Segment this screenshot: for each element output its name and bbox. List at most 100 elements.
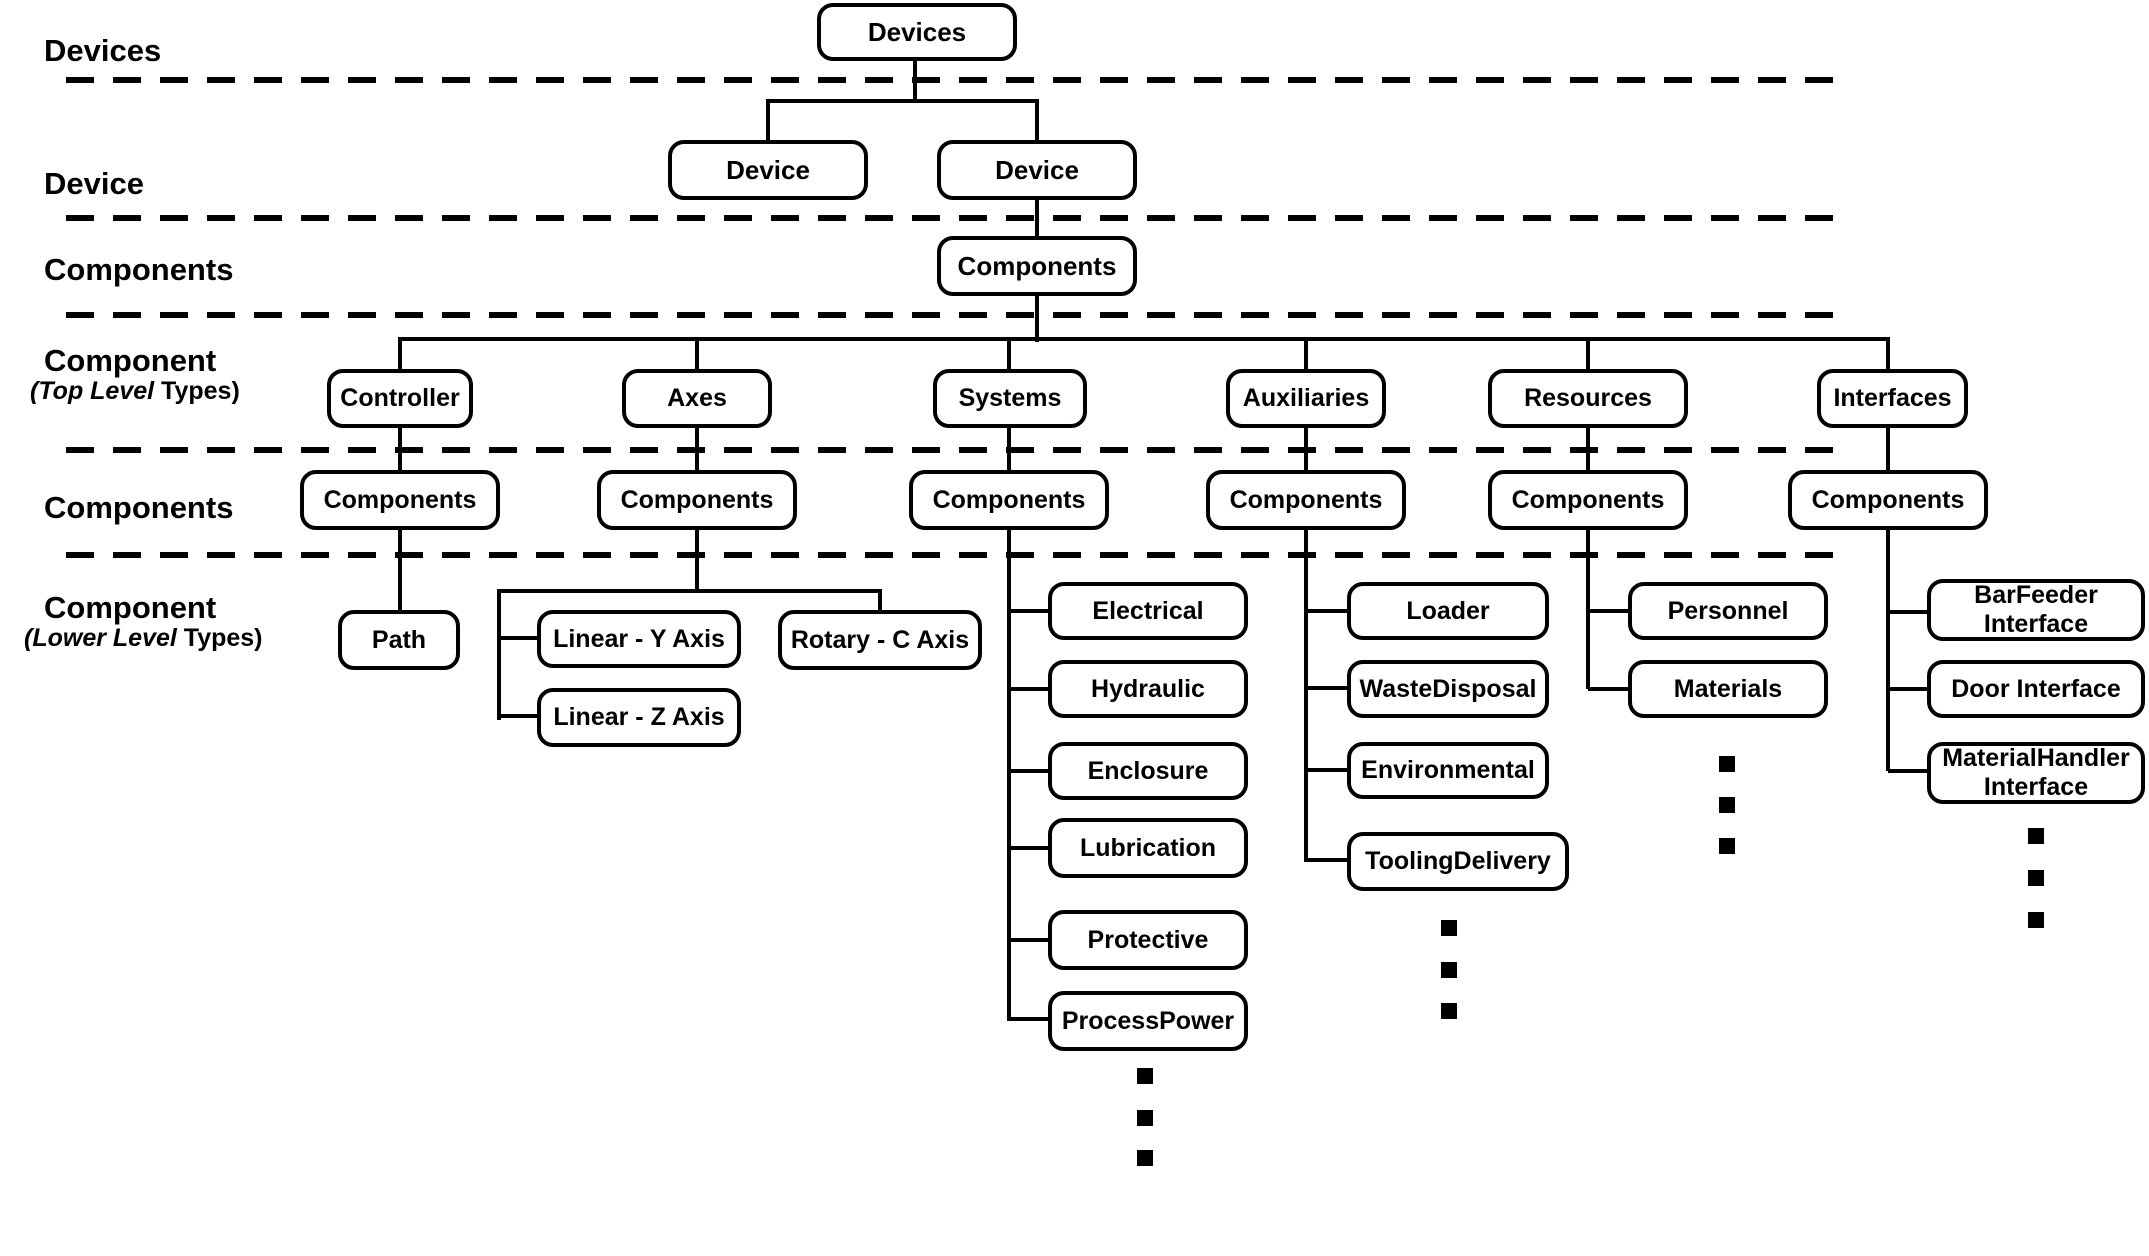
connector — [1886, 428, 1890, 470]
node-loader: Loader — [1347, 582, 1549, 640]
ellipsis-dot-interfaces — [2028, 828, 2044, 844]
node-resources: Resources — [1488, 369, 1688, 428]
node-enclosure: Enclosure — [1048, 742, 1248, 800]
ellipsis-dot-resources — [1719, 797, 1735, 813]
connector — [1306, 768, 1347, 772]
ellipsis-dot-resources — [1719, 838, 1735, 854]
node-components-interfaces: Components — [1788, 470, 1988, 530]
connector — [1588, 609, 1628, 613]
connector — [913, 61, 917, 101]
node-processpower: ProcessPower — [1048, 991, 1248, 1051]
node-rotary-c-axis: Rotary - C Axis — [778, 610, 982, 670]
connector — [499, 636, 537, 640]
node-components-resources: Components — [1488, 470, 1688, 530]
level-divider-1 — [66, 77, 1844, 83]
row-label-component-top: Component — [44, 343, 217, 378]
connector — [1586, 428, 1590, 470]
connector — [1304, 530, 1308, 862]
ellipsis-dot-systems — [1137, 1068, 1153, 1084]
connector — [398, 428, 402, 470]
connector — [1304, 337, 1308, 370]
connector — [766, 99, 1039, 103]
connector — [1035, 99, 1039, 140]
connector — [497, 589, 882, 593]
node-toolingdelivery: ToolingDelivery — [1347, 832, 1569, 891]
row-label-component-lower: Component — [44, 590, 217, 625]
connector — [1009, 846, 1048, 850]
level-divider-4 — [66, 447, 1844, 453]
node-environmental: Environmental — [1347, 742, 1549, 799]
node-materialhandler-interface: MaterialHandler Interface — [1927, 742, 2145, 804]
ellipsis-dot-auxiliaries — [1441, 920, 1457, 936]
ellipsis-dot-systems — [1137, 1150, 1153, 1166]
node-electrical: Electrical — [1048, 582, 1248, 640]
node-devices-root: Devices — [817, 3, 1017, 61]
level-divider-5 — [66, 552, 1844, 558]
ellipsis-dot-interfaces — [2028, 870, 2044, 886]
connector — [1888, 769, 1927, 773]
connector — [1009, 687, 1048, 691]
node-door-interface: Door Interface — [1927, 660, 2145, 718]
ellipsis-dot-auxiliaries — [1441, 1003, 1457, 1019]
row-label-devices: Devices — [44, 33, 162, 68]
row-label-components-1: Components — [44, 252, 234, 287]
connector — [497, 589, 501, 720]
connector — [1306, 858, 1347, 862]
connector — [1009, 609, 1048, 613]
node-device-1: Device — [668, 140, 868, 200]
connector — [499, 714, 537, 718]
connector — [1886, 530, 1890, 771]
connector — [1588, 687, 1628, 691]
ellipsis-dot-interfaces — [2028, 912, 2044, 928]
connector — [695, 428, 699, 470]
node-components-systems: Components — [909, 470, 1109, 530]
node-controller: Controller — [327, 369, 473, 428]
node-barfeeder-interface: BarFeeder Interface — [1927, 579, 2145, 641]
node-axes: Axes — [622, 369, 772, 428]
node-device-2: Device — [937, 140, 1137, 200]
ellipsis-dot-systems — [1137, 1110, 1153, 1126]
connector — [1886, 337, 1890, 370]
node-components-root: Components — [937, 236, 1137, 296]
level-divider-3 — [66, 312, 1844, 318]
connector — [1306, 686, 1347, 690]
connector — [695, 530, 699, 593]
ellipsis-dot-resources — [1719, 756, 1735, 772]
connector — [1035, 200, 1039, 236]
connector — [1007, 530, 1011, 1021]
row-label-device: Device — [44, 166, 144, 201]
connector — [878, 589, 882, 610]
row-sublabel-top-level-types: (Top Level Types) — [30, 377, 240, 405]
connector — [398, 337, 402, 370]
connector — [1007, 428, 1011, 470]
node-components-auxiliaries: Components — [1206, 470, 1406, 530]
connector — [1009, 769, 1048, 773]
node-materials: Materials — [1628, 660, 1828, 718]
node-linear-z-axis: Linear - Z Axis — [537, 688, 741, 747]
connector — [1586, 337, 1590, 370]
node-hydraulic: Hydraulic — [1048, 660, 1248, 718]
connector — [766, 99, 770, 140]
ellipsis-dot-auxiliaries — [1441, 962, 1457, 978]
connector — [1009, 938, 1048, 942]
connector — [1035, 296, 1039, 342]
node-path: Path — [338, 610, 460, 670]
node-interfaces: Interfaces — [1817, 369, 1968, 428]
node-components-axes: Components — [597, 470, 797, 530]
connector — [1306, 609, 1347, 613]
connector — [1304, 428, 1308, 470]
node-linear-y-axis: Linear - Y Axis — [537, 610, 741, 668]
connector — [398, 337, 1890, 341]
node-personnel: Personnel — [1628, 582, 1828, 640]
row-sublabel-lower-level-types: (Lower Level Types) — [24, 624, 263, 652]
node-systems: Systems — [933, 369, 1087, 428]
connector — [398, 530, 402, 610]
connector — [1888, 610, 1927, 614]
connector — [1007, 337, 1011, 370]
node-components-controller: Components — [300, 470, 500, 530]
connector — [1888, 687, 1927, 691]
node-auxiliaries: Auxiliaries — [1226, 369, 1386, 428]
level-divider-2 — [66, 215, 1844, 221]
node-protective: Protective — [1048, 910, 1248, 970]
